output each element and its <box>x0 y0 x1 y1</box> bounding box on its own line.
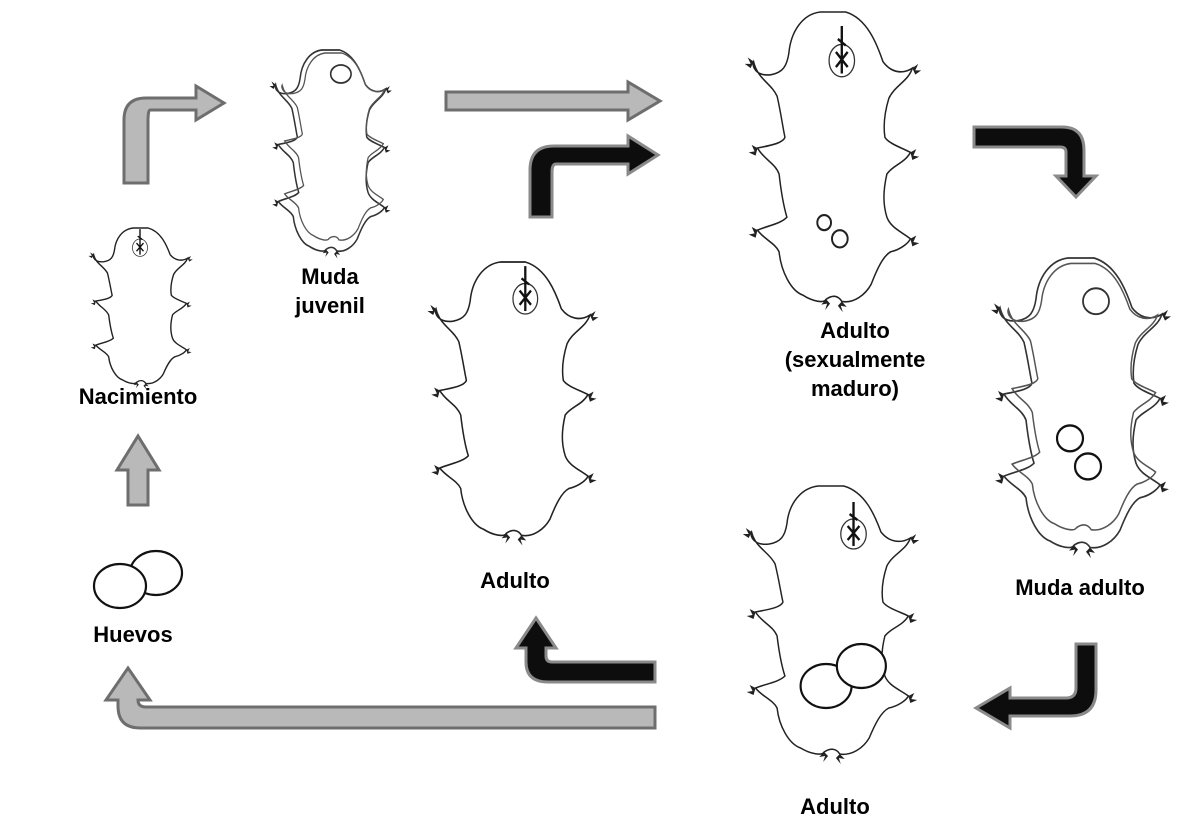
newborn-tardigrade <box>88 228 192 389</box>
label-adulto-maduro-line1: Adulto <box>755 316 955 345</box>
label-muda-adulto: Muda adulto <box>980 573 1180 602</box>
arrow-mature-to-adult-molt <box>974 127 1096 197</box>
label-adulto-center: Adulto <box>440 566 590 595</box>
arrow-adult-to-adult-center <box>516 618 655 682</box>
label-adulto-maduro-line3: maduro) <box>755 374 955 403</box>
label-muda-juvenil: Muda juvenil <box>250 262 410 320</box>
eggs-icon <box>94 551 182 608</box>
adult-center-tardigrade <box>427 262 598 546</box>
label-adulto-bottom: Adulto <box>760 792 910 821</box>
mature-adult-tardigrade <box>745 12 921 312</box>
label-muda-juvenil-line2: juvenil <box>250 291 410 320</box>
arrow-adult-to-mature <box>530 136 658 217</box>
label-muda-juvenil-line1: Muda <box>250 262 410 291</box>
arrow-adult-molt-to-adult <box>976 644 1096 728</box>
arrow-juvenile-to-mature <box>446 82 660 120</box>
label-nacimiento: Nacimiento <box>38 382 238 411</box>
label-adulto-maduro-line2: (sexualmente <box>755 345 955 374</box>
adult-with-eggs-tardigrade <box>743 486 919 764</box>
adult-molt-tardigrade <box>991 258 1171 558</box>
juvenile-molt-tardigrade <box>269 50 391 259</box>
label-adulto-maduro: Adulto (sexualmente maduro) <box>755 316 955 403</box>
arrow-birth-to-juvenile-molt <box>124 86 224 183</box>
label-huevos: Huevos <box>58 620 208 649</box>
arrow-eggs-to-birth <box>117 436 159 505</box>
